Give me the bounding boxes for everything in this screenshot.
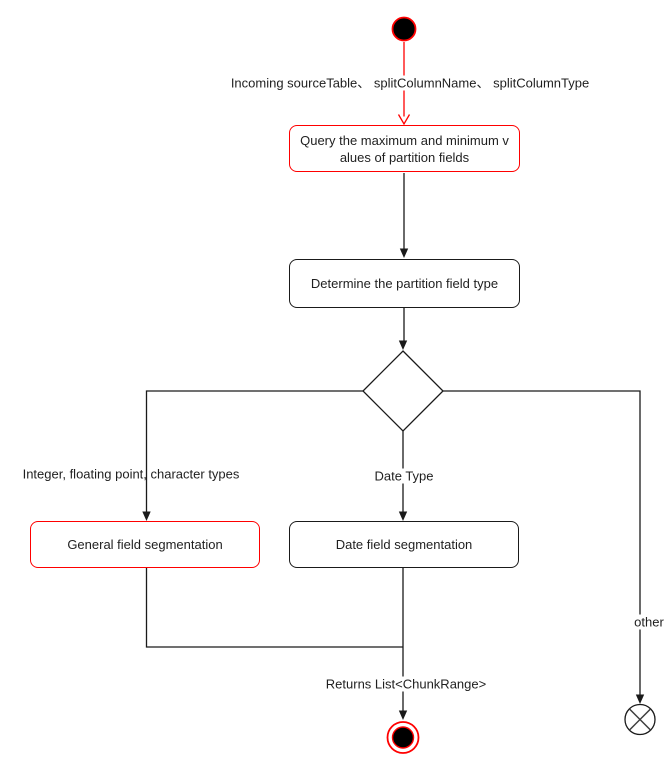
arrowhead-determine: [399, 248, 409, 258]
node-general-segmentation: General field segmentation: [30, 521, 260, 568]
edge-label-incoming: Incoming sourceTable、 splitColumnName、 s…: [227, 75, 593, 91]
open-arrowhead-query: [397, 114, 411, 126]
arrowhead-final: [398, 710, 408, 720]
initial-node-icon: [391, 16, 417, 42]
edge-label-returns: Returns List<ChunkRange>: [322, 676, 490, 692]
decision-diamond-icon: [362, 350, 444, 432]
node-determine-type: Determine the partition field type: [289, 259, 520, 308]
node-query-minmax: Query the maximum and minimum v alues of…: [289, 125, 520, 172]
arrowhead-date: [398, 511, 408, 521]
edge-label-date-branch: Date Type: [371, 468, 437, 484]
arrowhead-general: [142, 511, 151, 521]
edge-general-to-merge: [145, 568, 403, 648]
arrowhead-flowfinal: [635, 694, 645, 704]
edge-label-other-branch: other: [631, 614, 667, 630]
arrowhead-decision: [398, 340, 408, 350]
edge-decision-to-general: [145, 390, 363, 512]
edge-decision-to-flowfinal: [443, 390, 641, 695]
cross-icon: [628, 708, 652, 731]
node-date-segmentation: Date field segmentation: [289, 521, 519, 568]
edge-label-integer-branch: Integer, floating point, character types: [22, 466, 240, 482]
activity-final-dot: [391, 726, 415, 749]
